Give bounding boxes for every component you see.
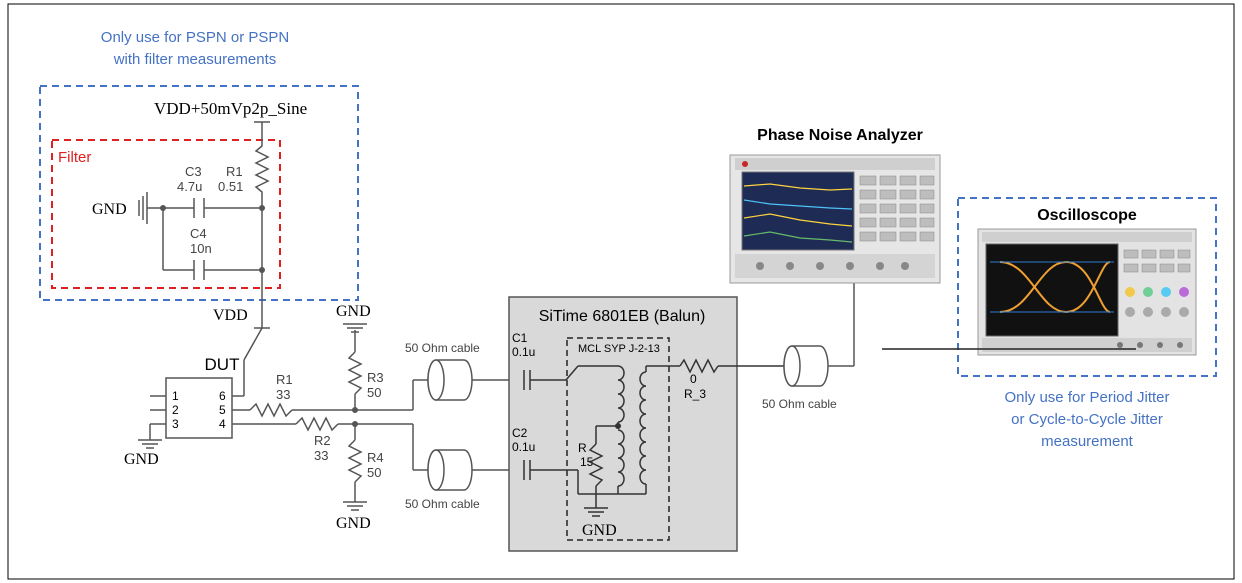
r2-series-resistor xyxy=(295,416,339,432)
dut-pin-stubs xyxy=(138,395,166,449)
output-network-wires xyxy=(232,323,428,511)
filter-supply-label: VDD+50mVp2p_Sine xyxy=(154,99,307,118)
phase-noise-title: Phase Noise Analyzer xyxy=(757,127,923,144)
filter-gnd-label: GND xyxy=(92,201,127,218)
center-tap-junction xyxy=(615,423,621,429)
primary-winding-top xyxy=(617,365,625,423)
bottom-coax-cable xyxy=(427,449,524,491)
r3-output-name: R_3 xyxy=(684,387,706,401)
r1-series-value: 33 xyxy=(276,387,290,402)
r4-value: 50 xyxy=(367,465,381,480)
r1-series-resistor xyxy=(249,402,293,418)
r3-output-value: 0 xyxy=(690,372,697,386)
output-cable-label: 50 Ohm cable xyxy=(762,397,837,411)
c2-value: 0.1u xyxy=(512,440,535,454)
r1-filter-value: 0.51 xyxy=(218,179,243,194)
output-coax-cable xyxy=(783,282,855,387)
pspn-dashed-box xyxy=(39,85,359,301)
pspn-note-line1: Only use for PSPN or PSPN xyxy=(101,29,289,46)
scope-screen xyxy=(985,243,1119,337)
r4-shunt-resistor xyxy=(347,439,363,483)
filter-label: Filter xyxy=(58,149,91,166)
balun-gnd-label: GND xyxy=(582,522,617,539)
r3-name: R3 xyxy=(367,370,384,385)
c4-value: 10n xyxy=(190,241,212,256)
dut-pin2: 2 xyxy=(172,403,179,417)
pspn-note-line2: with filter measurements xyxy=(113,51,277,68)
balun-r-name: R xyxy=(578,441,587,455)
filter-junctions xyxy=(160,205,265,273)
bottom-cable-label: 50 Ohm cable xyxy=(405,497,480,511)
dut-pin6: 6 xyxy=(219,389,226,403)
output-junctions xyxy=(352,407,358,427)
primary-winding-bottom xyxy=(617,429,625,487)
r4-gnd-label: GND xyxy=(336,515,371,532)
r2-series-name: R2 xyxy=(314,433,331,448)
transformer-label: MCL SYP J-2-13 xyxy=(578,343,660,355)
r3-shunt-resistor xyxy=(347,351,363,395)
dut-box xyxy=(165,377,233,439)
oscilloscope-dashed-box xyxy=(957,197,1217,377)
balun-title: SiTime 6801EB (Balun) xyxy=(539,308,706,325)
top-cable-label: 50 Ohm cable xyxy=(405,341,480,355)
secondary-winding xyxy=(639,371,647,485)
jitter-note-line3: measurement xyxy=(1041,433,1134,450)
r3-value: 50 xyxy=(367,385,381,400)
filter-wires xyxy=(138,121,270,397)
phase-noise-analyzer xyxy=(729,154,941,284)
jitter-note-line2: or Cycle-to-Cycle Jitter xyxy=(1011,411,1163,428)
jitter-note-line1: Only use for Period Jitter xyxy=(1004,389,1169,406)
c4-name: C4 xyxy=(190,226,207,241)
diagram-frame xyxy=(7,3,1235,580)
r2-series-value: 33 xyxy=(314,448,328,463)
oscilloscope xyxy=(977,228,1197,356)
r1-filter-resistor xyxy=(254,140,270,208)
dut-pin1: 1 xyxy=(172,389,179,403)
pna-screen xyxy=(741,171,855,251)
balun-circuit xyxy=(523,358,784,517)
r4-name: R4 xyxy=(367,450,384,465)
r1-series-name: R1 xyxy=(276,372,293,387)
c1-value: 0.1u xyxy=(512,345,535,359)
filter-dashed-box xyxy=(51,139,281,289)
balun-r-value: 15 xyxy=(580,455,594,469)
oscilloscope-title: Oscilloscope xyxy=(1037,207,1137,224)
dut-pin5: 5 xyxy=(219,403,226,417)
transformer-dashed-box xyxy=(566,337,670,541)
dut-vdd-label: VDD xyxy=(213,307,248,324)
dut-gnd-label: GND xyxy=(124,451,159,468)
c1-name: C1 xyxy=(512,331,528,345)
dut-pin3: 3 xyxy=(172,417,179,431)
c3-name: C3 xyxy=(185,164,202,179)
r3-output-resistor xyxy=(679,358,719,374)
r1-filter-name: R1 xyxy=(226,164,243,179)
c2-name: C2 xyxy=(512,426,528,440)
dut-pin4: 4 xyxy=(219,417,226,431)
r3-gnd-label: GND xyxy=(336,303,371,320)
balun-r-resistor xyxy=(588,443,604,487)
dut-title: DUT xyxy=(205,355,240,374)
c3-value: 4.7u xyxy=(177,179,202,194)
balun-board xyxy=(508,296,738,552)
